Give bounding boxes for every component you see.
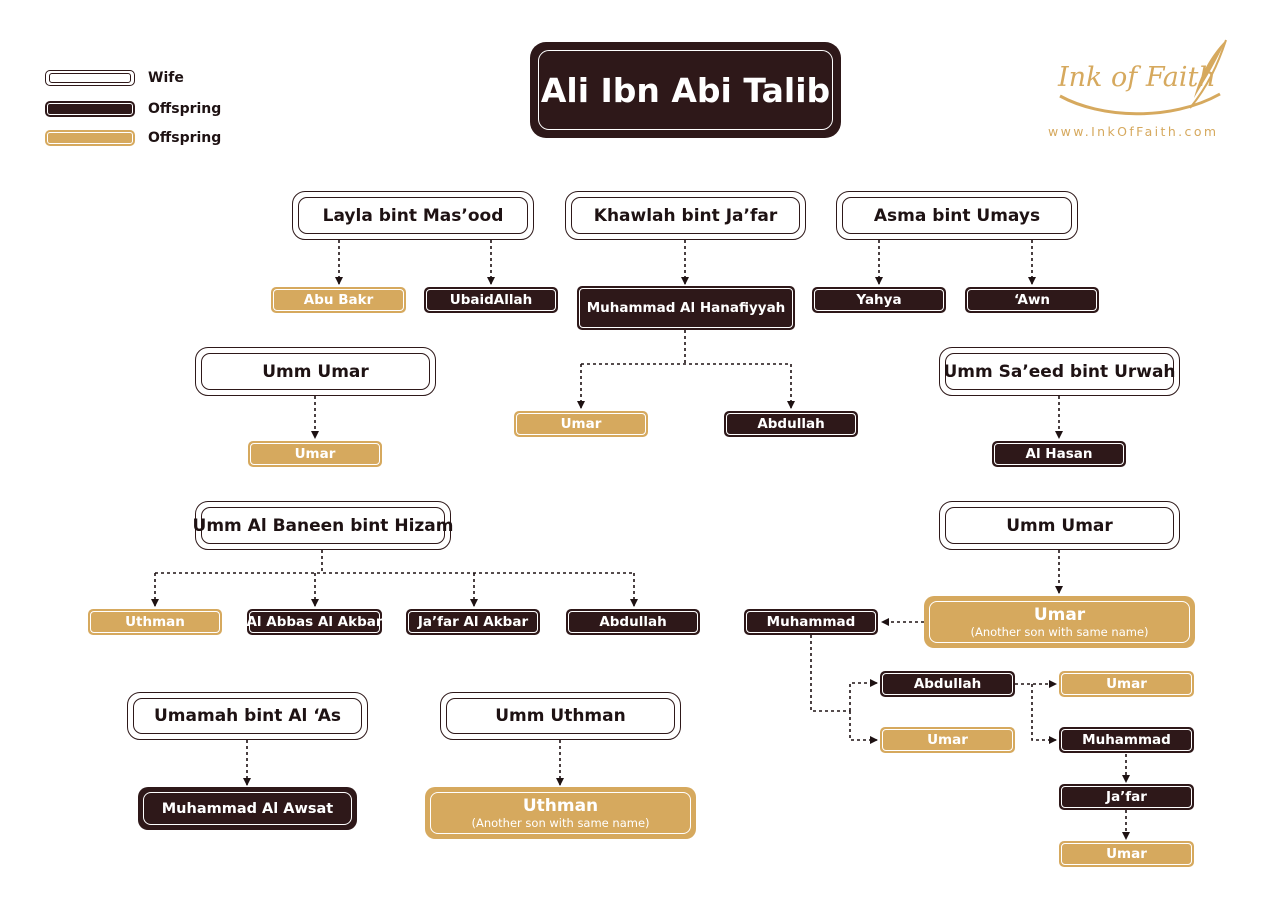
- offspring-label: Ja’far Al Akbar: [417, 614, 529, 630]
- offspring-label: Al Hasan: [1025, 446, 1093, 462]
- offspring-node-uthman-another: Uthman (Another son with same name): [425, 787, 696, 839]
- offspring-node-jafar-al-akbar: Ja’far Al Akbar: [406, 609, 540, 635]
- offspring-label: Umar: [1033, 605, 1086, 625]
- offspring-label: Muhammad: [1082, 732, 1171, 748]
- offspring-label: Al Abbas Al Akbar: [246, 614, 383, 630]
- offspring-label: Abdullah: [599, 614, 667, 630]
- offspring-label: Abu Bakr: [303, 292, 374, 308]
- wife-label: Umm Sa’eed bint Urwah: [943, 361, 1176, 382]
- brand-url: www.InkOfFaith.com: [1048, 124, 1219, 139]
- connector-abdullah-muhammad: [1031, 684, 1057, 744]
- wife-node-umamah: Umamah bint Al ‘As: [127, 692, 368, 740]
- offspring-node-abdullah-grandson: Abdullah: [880, 671, 1015, 697]
- wife-label: Umamah bint Al ‘As: [153, 706, 342, 726]
- legend-swatch-dark: [45, 101, 135, 117]
- legend-label-offspring-gold: Offspring: [148, 130, 222, 146]
- offspring-node-umar-umm-umar: Umar: [248, 441, 382, 467]
- offspring-node-umar-hanafiyyah: Umar: [514, 411, 648, 437]
- connector-muhammad-trunk: [810, 635, 850, 712]
- legend-label-wife: Wife: [148, 70, 184, 86]
- wife-node-khawlah: Khawlah bint Ja’far: [565, 191, 806, 240]
- root-title: Ali Ibn Abi Talib: [540, 70, 831, 110]
- offspring-label: Umar: [294, 446, 336, 462]
- wife-node-umm-umar-2: Umm Umar: [939, 501, 1180, 550]
- offspring-node-umar-last: Umar: [1059, 841, 1194, 867]
- offspring-label: Umar: [1106, 846, 1147, 862]
- offspring-node-yahya: Yahya: [812, 287, 946, 313]
- offspring-node-muhammad-hanafiyyah: Muhammad Al Hanafiyyah: [577, 286, 795, 330]
- offspring-node-al-abbas: Al Abbas Al Akbar: [246, 609, 383, 635]
- offspring-label: Umar: [560, 416, 602, 432]
- offspring-note: (Another son with same name): [471, 816, 650, 830]
- legend-item-offspring-gold: Offspring: [45, 129, 221, 147]
- offspring-label: Uthman: [125, 614, 185, 630]
- offspring-node-jafar: Ja’far: [1059, 784, 1194, 810]
- wife-label: Umm Uthman: [495, 706, 626, 726]
- offspring-node-al-hasan: Al Hasan: [992, 441, 1126, 467]
- offspring-label: Umar: [1106, 676, 1147, 692]
- offspring-node-umar-another: Umar (Another son with same name): [924, 596, 1195, 648]
- offspring-node-uthman: Uthman: [88, 609, 222, 635]
- wife-label: Layla bint Mas’ood: [322, 205, 504, 226]
- legend-swatch-wife: [45, 70, 135, 86]
- brand-name: Ink of Faith: [1058, 62, 1216, 93]
- offspring-label: Muhammad Al Awsat: [161, 800, 334, 817]
- wife-label: Umm Al Baneen bint Hizam: [192, 515, 454, 536]
- offspring-label: Uthman: [522, 796, 599, 816]
- offspring-node-abdullah-baneen: Abdullah: [566, 609, 700, 635]
- offspring-label: Abdullah: [913, 676, 982, 692]
- connector-muhammad-umar: [849, 711, 878, 744]
- offspring-label: UbaidAllah: [449, 292, 533, 308]
- legend-swatch-gold: [45, 130, 135, 146]
- wife-label: Asma bint Umays: [873, 205, 1041, 226]
- offspring-label: Umar: [927, 732, 968, 748]
- connector-muhammad-abdullah: [849, 679, 878, 711]
- wife-node-layla: Layla bint Mas’ood: [292, 191, 534, 240]
- wife-node-asma: Asma bint Umays: [836, 191, 1078, 240]
- wife-node-umm-saeed: Umm Sa’eed bint Urwah: [939, 347, 1180, 396]
- offspring-node-abdullah-hanafiyyah: Abdullah: [724, 411, 858, 437]
- offspring-node-ubaidallah: UbaidAllah: [424, 287, 558, 313]
- connector-hanafiyyah-sons: [581, 330, 791, 365]
- offspring-label: ‘Awn: [1013, 292, 1051, 308]
- offspring-node-umar-grandson: Umar: [880, 727, 1015, 753]
- offspring-label: Muhammad Al Hanafiyyah: [586, 300, 786, 316]
- offspring-label: Abdullah: [757, 416, 825, 432]
- root-node: Ali Ibn Abi Talib: [530, 42, 841, 138]
- offspring-node-awn: ‘Awn: [965, 287, 1099, 313]
- offspring-label: Ja’far: [1106, 789, 1147, 805]
- offspring-node-muhammad: Muhammad: [744, 609, 878, 635]
- connector-baneen-sons: [155, 550, 634, 574]
- offspring-node-muhammad-al-awsat: Muhammad Al Awsat: [138, 787, 357, 830]
- offspring-node-muhammad-great-grandson: Muhammad: [1059, 727, 1194, 753]
- wife-label: Khawlah bint Ja’far: [593, 205, 778, 226]
- offspring-node-abu-bakr: Abu Bakr: [271, 287, 406, 313]
- wife-label: Umm Umar: [262, 361, 369, 382]
- legend-item-offspring-dark: Offspring: [45, 100, 221, 118]
- quill-logo-icon: [1059, 39, 1227, 116]
- legend-item-wife: Wife: [45, 69, 184, 87]
- wife-node-umm-al-baneen: Umm Al Baneen bint Hizam: [192, 501, 454, 550]
- wife-node-umm-umar-1: Umm Umar: [195, 347, 436, 396]
- legend-label-offspring-dark: Offspring: [148, 101, 222, 117]
- offspring-note: (Another son with same name): [970, 625, 1149, 639]
- offspring-label: Yahya: [856, 292, 902, 308]
- wife-label: Umm Umar: [1006, 515, 1113, 536]
- wife-node-umm-uthman: Umm Uthman: [440, 692, 681, 740]
- offspring-label: Muhammad: [766, 614, 856, 630]
- offspring-node-umar-great-grandson: Umar: [1059, 671, 1194, 697]
